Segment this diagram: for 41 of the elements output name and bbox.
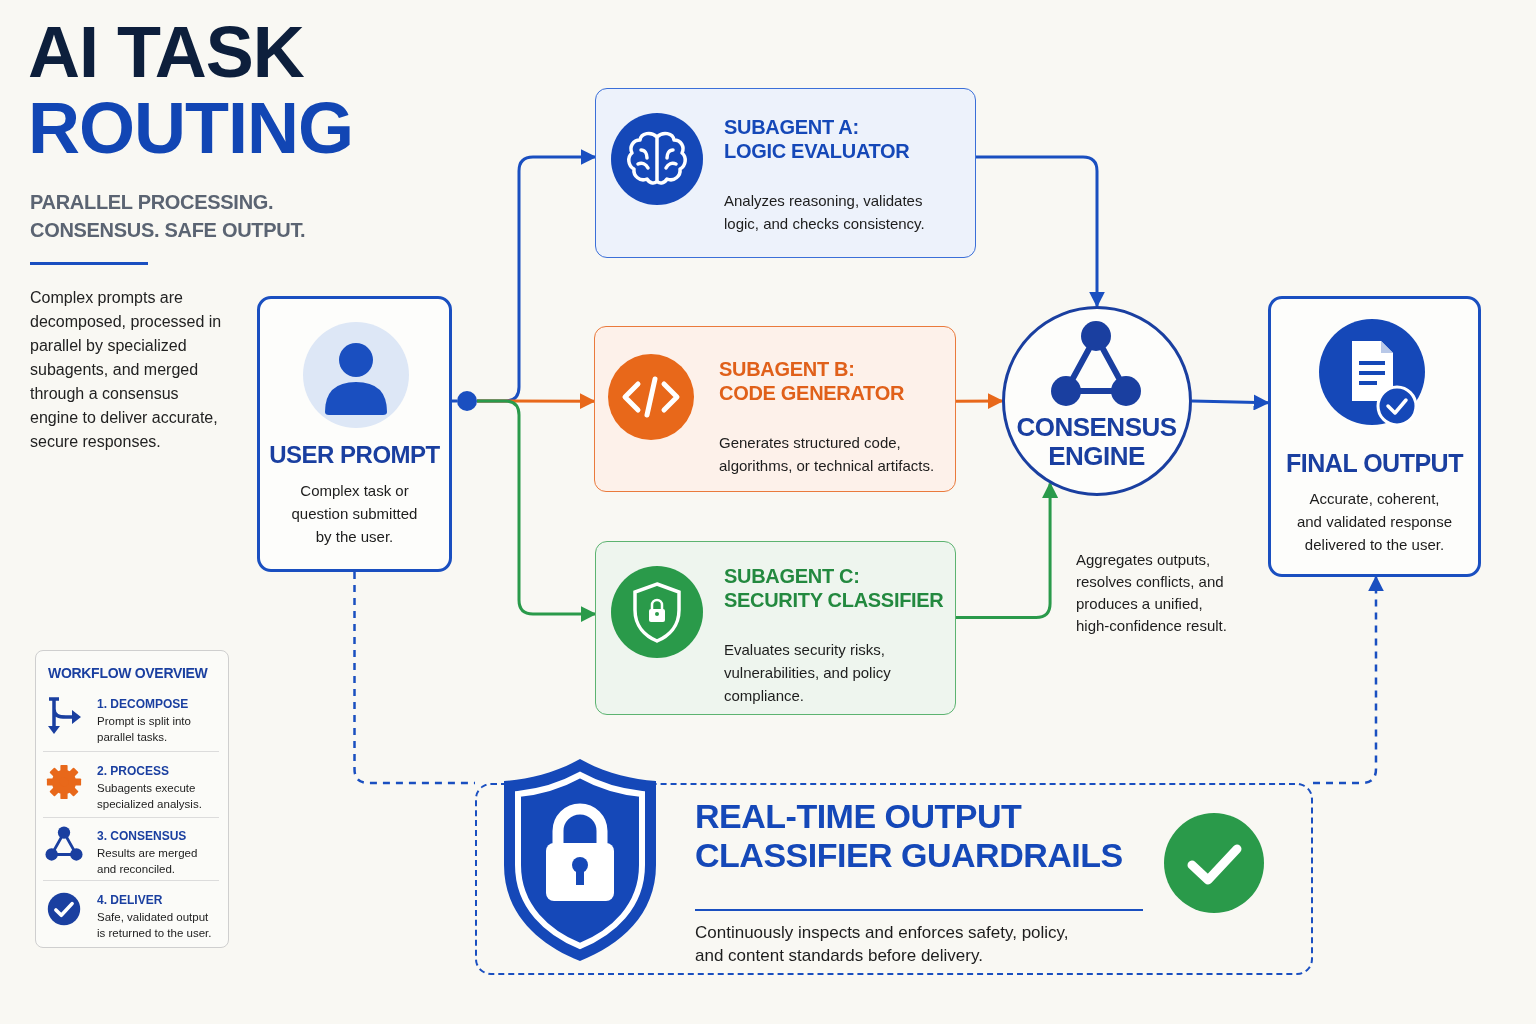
step-heading: 2. PROCESS xyxy=(97,764,170,778)
arrow xyxy=(956,393,1004,410)
step-description: Prompt is split into parallel tasks. xyxy=(97,714,192,745)
note-text: Aggregates outputs, resolves conflicts, and produces a unified, high-confidence result. xyxy=(1076,550,1228,636)
node-description: Generates structured code, algorithms, or technical artifacts. xyxy=(719,433,936,476)
step-description: Subagents execute specialized analysis. xyxy=(97,781,203,812)
node-description: Analyzes reasoning, validates logic, and checks consistency. xyxy=(724,191,926,234)
process-box xyxy=(257,296,452,572)
panel-description: Continuously inspects and enforces safety, policy, and content standards before delivery. xyxy=(695,922,1070,967)
arrow xyxy=(1191,394,1270,411)
node-heading: USER PROMPT xyxy=(268,441,441,469)
node-description: Complex task or question submitted by the user. xyxy=(290,481,419,547)
title: AI TASK ROUTING xyxy=(28,14,353,166)
subtitle: PARALLEL PROCESSING. CONSENSUS. SAFE OUTPUT. xyxy=(30,190,307,243)
output-box xyxy=(1268,296,1481,577)
arrow xyxy=(956,482,1059,620)
node-description: Evaluates security risks, vulnerabilities, and policy compliance. xyxy=(724,640,892,706)
intro-text: Complex prompts are decomposed, processed in parallel by specialized subagents, and merged through a consensus engine to deliver accurate, secure responses. xyxy=(30,288,222,452)
dashed-arrow xyxy=(1313,575,1384,785)
agent-card xyxy=(595,541,956,715)
agent-card xyxy=(595,88,976,258)
dashed-connector-line xyxy=(353,572,475,785)
overview-panel xyxy=(35,650,229,948)
step-description: Results are merged and reconciled. xyxy=(97,846,199,877)
node-heading: SUBAGENT B: CODE GENERATOR xyxy=(719,357,906,405)
step-heading: 4. DELIVER xyxy=(97,893,163,907)
step-heading: 3. CONSENSUS xyxy=(97,829,187,843)
node-heading: CONSENSUS ENGINE xyxy=(1015,413,1178,472)
node-heading: SUBAGENT C: SECURITY CLASSIFIER xyxy=(724,564,945,612)
node-heading: FINAL OUTPUT xyxy=(1285,449,1465,478)
panel-heading: WORKFLOW OVERVIEW xyxy=(48,665,208,681)
arrow xyxy=(976,155,1105,308)
connector-line xyxy=(451,399,458,403)
arrow xyxy=(477,399,597,623)
step-description: Safe, validated output is returned to the user. xyxy=(97,910,213,941)
node-description: Accurate, coherent, and validated response delivered to the user. xyxy=(1296,489,1453,555)
panel-heading: REAL-TIME OUTPUT CLASSIFIER GUARDRAILS xyxy=(695,797,1124,876)
junction-dot xyxy=(457,391,477,411)
agent-card xyxy=(594,326,956,492)
node-heading: SUBAGENT A: LOGIC EVALUATOR xyxy=(724,115,911,163)
step-heading: 1. DECOMPOSE xyxy=(97,697,189,711)
